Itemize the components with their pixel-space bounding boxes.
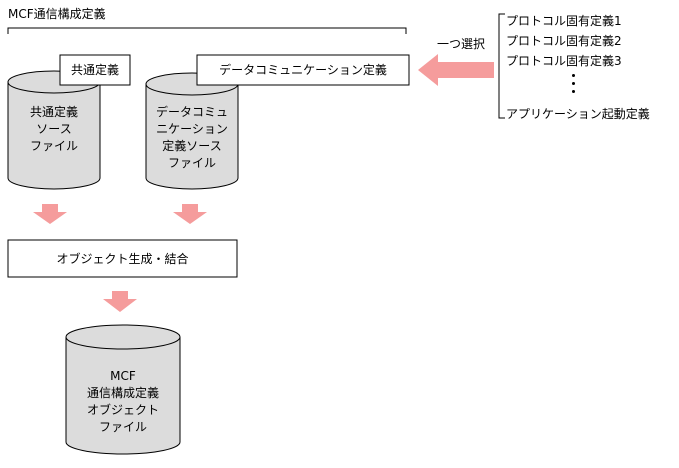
- select-one-label: 一つ選択: [437, 37, 486, 51]
- common-source-line-3: ファイル: [29, 139, 78, 153]
- output-file-label: MCF 通信構成定義 オブジェクト ファイル: [66, 368, 180, 436]
- ellipsis-dot: [572, 90, 575, 93]
- definition-scope-bracket: [7, 27, 407, 34]
- output-file-line-3: オブジェクト: [86, 403, 159, 417]
- option-protocol-1: プロトコル固有定義1: [506, 14, 622, 28]
- datacomm-definition-label: データコミュニケーション定義: [219, 63, 387, 77]
- option-protocol-2: プロトコル固有定義2: [506, 34, 622, 48]
- datacomm-source-file-label: データコミュ ニケーション 定義ソース ファイル: [140, 104, 244, 172]
- options-bracket: [498, 13, 505, 119]
- common-definition-box: [59, 54, 131, 86]
- output-file-line-2: 通信構成定義: [86, 386, 159, 400]
- option-app-startup: アプリケーション起動定義: [506, 107, 650, 121]
- object-generation-label: オブジェクト生成・結合: [56, 251, 189, 266]
- output-file-line-4: ファイル: [98, 420, 147, 434]
- down-arrow-output: [103, 291, 137, 312]
- object-generation-box: [7, 239, 238, 278]
- ellipsis-dot: [572, 82, 575, 85]
- select-one-arrow: [418, 54, 494, 86]
- datacomm-source-line-2: ニケーション: [156, 122, 228, 136]
- ellipsis-dot: [572, 74, 575, 77]
- datacomm-source-line-1: データコミュ: [155, 105, 228, 119]
- down-arrow-common: [33, 204, 67, 224]
- output-file-line-1: MCF: [110, 369, 136, 383]
- datacomm-definition-box: [196, 54, 410, 86]
- datacomm-source-line-3: 定義ソース: [162, 139, 222, 153]
- down-arrow-datacomm: [173, 204, 207, 224]
- diagram-title: MCF通信構成定義: [8, 7, 106, 21]
- common-source-line-1: 共通定義: [29, 105, 78, 119]
- datacomm-source-line-4: ファイル: [167, 156, 216, 170]
- common-source-line-2: ソース: [36, 122, 72, 136]
- output-object-file-cylinder: [65, 324, 181, 455]
- option-protocol-3: プロトコル固有定義3: [506, 54, 622, 68]
- common-source-file-label: 共通定義 ソース ファイル: [8, 104, 100, 155]
- common-definition-label: 共通定義: [70, 63, 119, 77]
